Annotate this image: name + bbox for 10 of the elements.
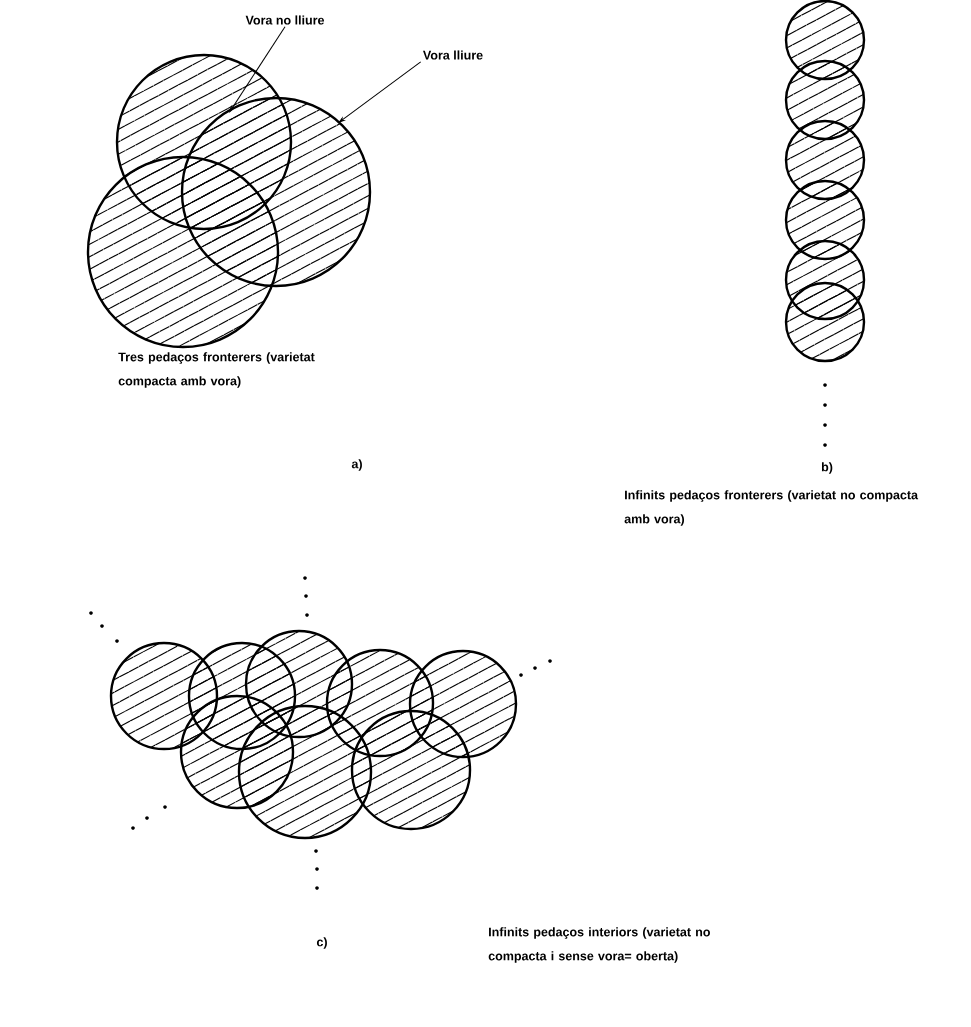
leader-line xyxy=(229,26,286,113)
leader-line xyxy=(338,61,422,123)
panel-letter: a) xyxy=(351,459,362,471)
callout-text: Vora lliure xyxy=(423,50,483,60)
caption: Infinits pedaços interiors (varietat no compacta i sense vora= oberta) xyxy=(488,927,710,963)
panel-letter: c) xyxy=(316,937,327,949)
panel-letter: b) xyxy=(821,462,833,474)
caption: Tres pedaços fronterers (varietat compacta amb vora) xyxy=(118,352,315,388)
caption: Infinits pedaços fronterers (varietat no compacta amb vora) xyxy=(624,490,919,526)
callout-text: Vora no lliure xyxy=(245,15,325,25)
